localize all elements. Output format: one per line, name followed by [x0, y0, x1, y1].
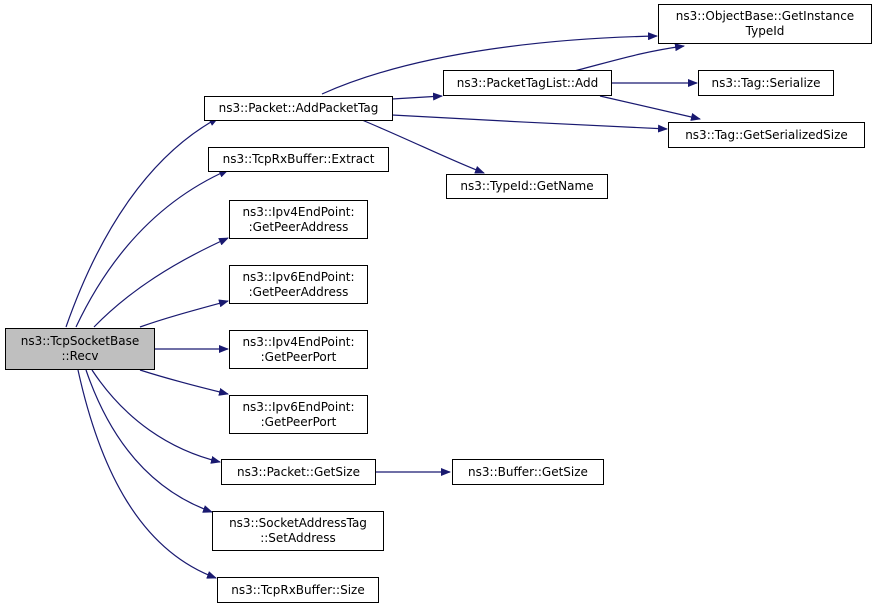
- node-line: :GetPeerAddress: [248, 284, 349, 299]
- node-line: ns3::Ipv6EndPoint:: [242, 269, 355, 284]
- node-line: ns3::TcpSocketBase: [20, 334, 140, 348]
- node-line: ns3::PacketTagList::Add: [456, 75, 599, 90]
- edge-recv-ipv6peeraddr: [139, 299, 229, 328]
- node-ipv6endpoint-getpeeraddress[interactable]: ns3::Ipv6EndPoint::GetPeerAddress: [229, 265, 368, 304]
- node-line: ns3::Ipv6EndPoint:: [242, 399, 355, 414]
- node-packet-addpackettag[interactable]: ns3::Packet::AddPacketTag: [204, 96, 393, 121]
- node-ipv6endpoint-getpeerport[interactable]: ns3::Ipv6EndPoint::GetPeerPort: [229, 395, 368, 434]
- node-line: ns3::Packet::AddPacketTag: [218, 101, 379, 115]
- node-ipv4endpoint-getpeerport[interactable]: ns3::Ipv4EndPoint::GetPeerPort: [229, 330, 368, 369]
- node-line: ns3::Packet::GetSize: [237, 464, 360, 479]
- edge-addpackettag-getinstance: [321, 32, 658, 95]
- edge-taglistadd-getinstance: [569, 43, 685, 73]
- node-tag-getserializedsize[interactable]: ns3::Tag::GetSerializedSize: [668, 122, 865, 148]
- node-packettaglist-add[interactable]: ns3::PacketTagList::Add: [443, 70, 612, 96]
- node-tag-serialize[interactable]: ns3::Tag::Serialize: [698, 70, 834, 96]
- node-line: TypeId: [745, 24, 785, 38]
- node-line: ::Recv: [61, 349, 99, 363]
- node-tcpsocketbase-recv[interactable]: ns3::TcpSocketBase::Recv: [5, 328, 155, 370]
- node-line: :GetPeerAddress: [248, 219, 349, 234]
- node-line: :GetPeerPort: [260, 349, 337, 364]
- edge-addpackettag-sersize: [391, 114, 668, 133]
- node-line: ns3::Buffer::GetSize: [468, 464, 588, 479]
- node-line: ns3::Tag::GetSerializedSize: [685, 127, 848, 142]
- node-line: ns3::ObjectBase::GetInstance: [675, 9, 855, 23]
- node-packet-getsize[interactable]: ns3::Packet::GetSize: [221, 459, 376, 485]
- node-line: ns3::SocketAddressTag: [229, 516, 367, 530]
- node-line: ns3::Ipv4EndPoint:: [242, 204, 355, 219]
- node-socketaddresstag-setaddress[interactable]: ns3::SocketAddressTag::SetAddress: [212, 511, 384, 551]
- node-line: :GetPeerPort: [260, 414, 337, 429]
- node-line: ns3::Ipv4EndPoint:: [242, 334, 355, 349]
- edge-recv-addpackettag: [65, 117, 219, 328]
- edge-addpackettag-typeidname: [361, 119, 485, 174]
- node-tcprxbuffer-extract[interactable]: ns3::TcpRxBuffer::Extract: [208, 147, 389, 172]
- node-line: ns3::TcpRxBuffer::Extract: [222, 152, 375, 166]
- node-typeid-getname[interactable]: ns3::TypeId::GetName: [446, 174, 608, 199]
- node-tcprxbuffer-size[interactable]: ns3::TcpRxBuffer::Size: [217, 577, 379, 603]
- edge-taglistadd-sersize: [599, 95, 701, 121]
- node-line: ns3::TypeId::GetName: [460, 179, 594, 193]
- edge-recv-ipv6peerport: [139, 369, 229, 396]
- node-buffer-getsize[interactable]: ns3::Buffer::GetSize: [452, 459, 604, 485]
- node-line: ns3::TcpRxBuffer::Size: [231, 582, 365, 597]
- node-line: ns3::Tag::Serialize: [711, 75, 821, 90]
- edge-recv-ipv4peeraddr: [93, 237, 229, 328]
- node-line: ::SetAddress: [260, 531, 336, 545]
- edge-recv-rxsize: [77, 369, 217, 579]
- edge-recv-setaddress: [85, 369, 213, 513]
- node-ipv4endpoint-getpeeraddress[interactable]: ns3::Ipv4EndPoint::GetPeerAddress: [229, 200, 368, 239]
- edge-addpackettag-taglistadd: [391, 92, 443, 101]
- edge-recv-getsize: [91, 369, 221, 464]
- edge-recv-extract: [75, 169, 229, 328]
